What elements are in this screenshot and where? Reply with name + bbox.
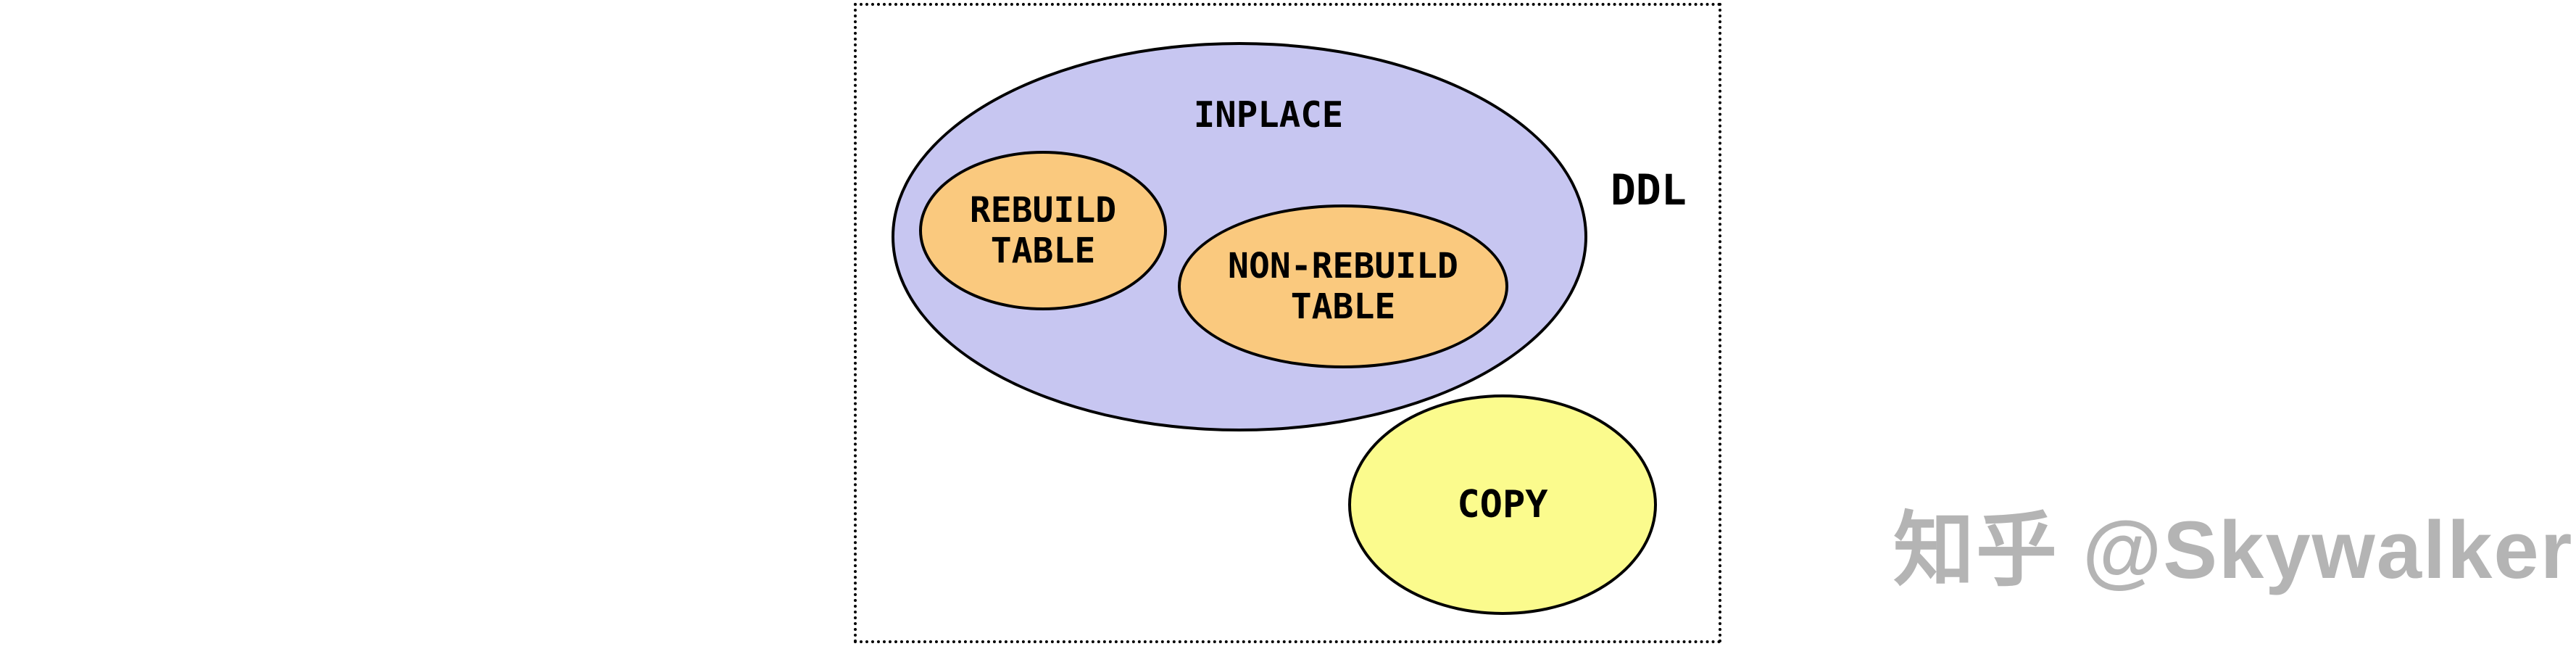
zhihu-watermark: 知乎 @Skywalker bbox=[1893, 505, 2574, 595]
ddl-boundary-box bbox=[854, 3, 1721, 643]
non-rebuild-table-label-line1: NON-REBUILD bbox=[1228, 246, 1458, 286]
non-rebuild-table-label-line2: TABLE bbox=[1290, 286, 1396, 327]
copy-ellipse: COPY bbox=[1348, 394, 1657, 615]
rebuild-table-label-line1: REBUILD bbox=[969, 190, 1117, 231]
rebuild-table-ellipse: REBUILD TABLE bbox=[919, 151, 1167, 310]
rebuild-table-label-line2: TABLE bbox=[990, 231, 1096, 271]
copy-label: COPY bbox=[1457, 483, 1548, 526]
inplace-label: INPLACE bbox=[1193, 94, 1344, 136]
ddl-label: DDL bbox=[1611, 165, 1687, 215]
non-rebuild-table-ellipse: NON-REBUILD TABLE bbox=[1178, 204, 1508, 368]
